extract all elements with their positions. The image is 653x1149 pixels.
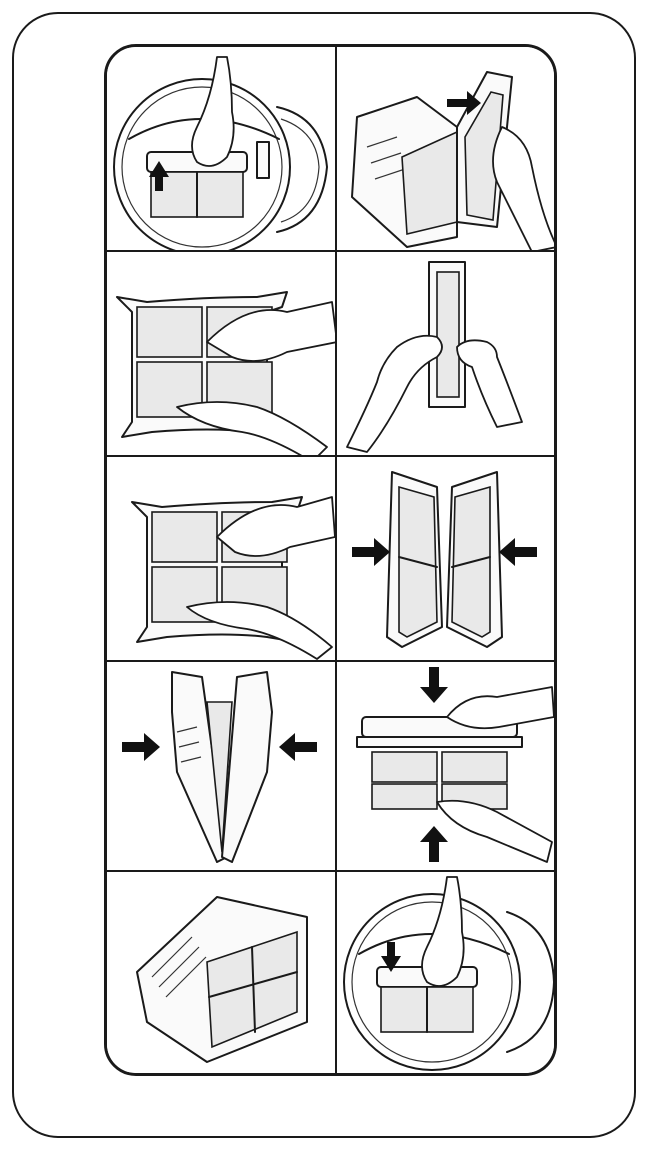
- panel-step-2: [337, 47, 554, 250]
- row-divider: [107, 250, 554, 252]
- filter-open-lid-icon: [351, 71, 554, 250]
- column-divider: [335, 47, 337, 1073]
- panel-step-3: [107, 252, 335, 455]
- panel-step-6: [337, 457, 554, 660]
- instruction-grid: [104, 44, 557, 1076]
- panel-step-10: [337, 872, 554, 1073]
- filter-open-hands-icon: [116, 291, 335, 455]
- filter-open-hands-icon: [131, 496, 335, 660]
- filter-fold-close-icon: [122, 671, 317, 863]
- row-divider: [107, 660, 554, 662]
- door-filter-remove-icon: [113, 56, 328, 250]
- row-divider: [107, 455, 554, 457]
- door-filter-insert-icon: [343, 876, 554, 1071]
- filter-press-close-icon: [356, 667, 554, 863]
- filter-clean-side-icon: [346, 261, 523, 453]
- panel-step-9: [107, 872, 335, 1073]
- panel-step-8: [337, 662, 554, 870]
- panel-step-5: [107, 457, 335, 660]
- panel-step-7: [107, 662, 335, 870]
- panel-step-4: [337, 252, 554, 455]
- row-divider: [107, 870, 554, 872]
- filter-closed-icon: [136, 896, 308, 1063]
- filter-fold-icon: [352, 471, 537, 648]
- panel-step-1: [107, 47, 335, 250]
